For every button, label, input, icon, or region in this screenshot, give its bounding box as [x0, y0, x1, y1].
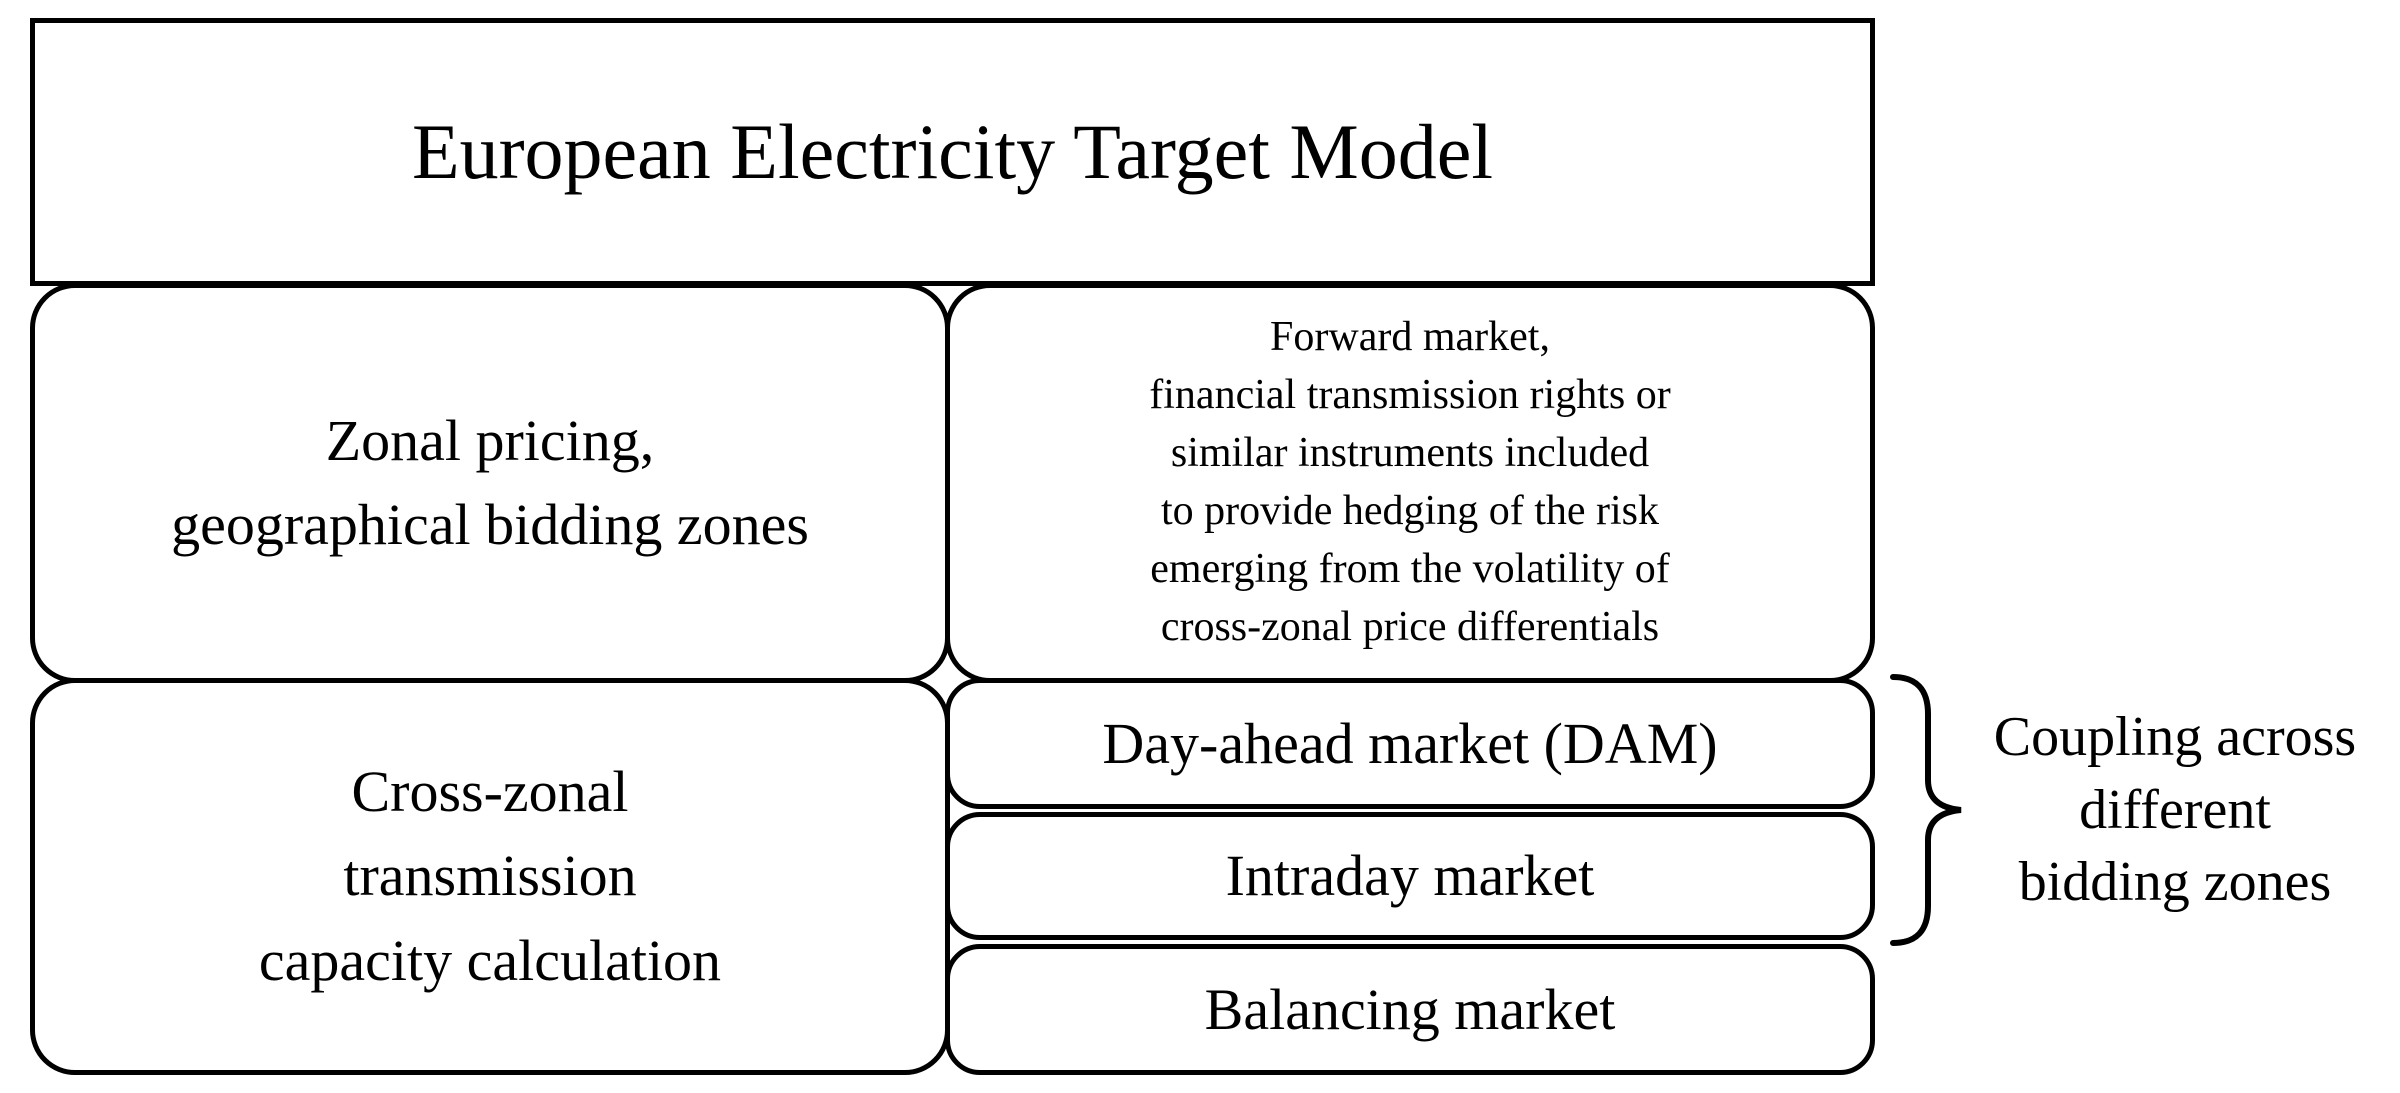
title-box: European Electricity Target Model — [30, 18, 1875, 286]
forward-market-line-1: Forward market, — [1270, 314, 1550, 361]
intraday-market-label: Intraday market — [1225, 843, 1595, 909]
zonal-pricing-text: Zonal pricing, geographical bidding zone… — [171, 399, 809, 567]
intraday-market-box: Intraday market — [945, 812, 1875, 940]
zonal-pricing-box: Zonal pricing, geographical bidding zone… — [30, 283, 950, 683]
day-ahead-market-box: Day-ahead market (DAM) — [945, 678, 1875, 809]
coupling-annotation: Coupling across different bidding zones — [1950, 695, 2400, 925]
cross-zonal-line-2: transmission — [343, 843, 637, 909]
forward-market-line-6: cross-zonal price differentials — [1160, 603, 1660, 650]
cross-zonal-capacity-text: Cross-zonal transmission capacity calcul… — [259, 750, 721, 1002]
coupling-annotation-line-1: Coupling across — [1993, 705, 2357, 768]
forward-market-line-4: to provide hedging of the risk — [1160, 488, 1660, 534]
zonal-pricing-line-2: geographical bidding zones — [171, 492, 809, 557]
balancing-market-label: Balancing market — [1204, 976, 1616, 1042]
forward-market-text: Forward market, financial transmission r… — [1149, 309, 1670, 657]
zonal-pricing-line-1: Zonal pricing, — [325, 407, 655, 473]
forward-market-line-2: financial transmission rights or — [1149, 372, 1671, 419]
balancing-market-box: Balancing market — [945, 944, 1875, 1075]
cross-zonal-line-3: capacity calculation — [258, 927, 722, 993]
cross-zonal-capacity-box: Cross-zonal transmission capacity calcul… — [30, 678, 950, 1075]
coupling-brace-icon — [1890, 674, 1962, 946]
forward-market-line-5: emerging from the volatility of — [1150, 545, 1670, 592]
cross-zonal-line-1: Cross-zonal — [351, 759, 629, 825]
diagram-title: European Electricity Target Model — [411, 108, 1494, 196]
coupling-annotation-line-2: different — [2079, 778, 2271, 841]
forward-market-box: Forward market, financial transmission r… — [945, 283, 1875, 683]
coupling-annotation-line-3: bidding zones — [2018, 851, 2332, 914]
day-ahead-market-label: Day-ahead market (DAM) — [1102, 710, 1718, 776]
forward-market-line-3: similar instruments included — [1170, 430, 1650, 477]
